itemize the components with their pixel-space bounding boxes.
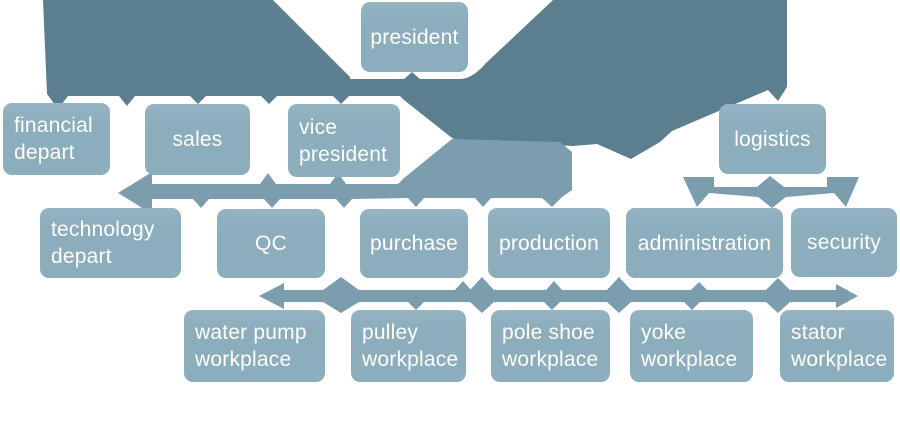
connector-president-fan <box>43 0 787 159</box>
node-label: administration <box>637 231 772 255</box>
node-label: president <box>370 25 459 49</box>
node-purchase: purchase <box>360 209 468 278</box>
connector-logistics-branch <box>683 176 859 208</box>
node-production: production <box>488 208 610 278</box>
node-technology-depart: technology depart <box>40 208 181 278</box>
node-label: logistics <box>734 127 811 151</box>
node-label: vice president <box>299 115 388 166</box>
node-label: production <box>498 231 600 255</box>
connector-level2-level3 <box>118 139 572 214</box>
node-label: technology depart <box>51 218 155 268</box>
node-label: yoke workplace <box>641 321 738 371</box>
node-president: president <box>361 2 468 72</box>
node-pulley-workplace: pulley workplace <box>351 310 466 382</box>
connector-level3-level4 <box>259 277 858 313</box>
node-label: sales <box>172 128 223 151</box>
node-administration: administration <box>626 208 783 278</box>
node-logistics: logistics <box>719 104 826 174</box>
node-label: pulley workplace <box>362 321 459 371</box>
node-vice-president: vice president <box>288 104 400 177</box>
node-label: security <box>807 231 881 254</box>
node-label: QC <box>255 232 287 255</box>
node-qc: QC <box>217 209 325 278</box>
node-label: financial depart <box>14 114 93 164</box>
node-label: purchase <box>370 232 458 255</box>
node-financial-depart: financial depart <box>3 103 110 175</box>
node-water-pump-workplace: water pump workplace <box>184 310 325 382</box>
node-label: water pump workplace <box>195 321 307 371</box>
node-pole-shoe-workplace: pole shoe workplace <box>491 310 610 382</box>
node-stator-workplace: stator workplace <box>780 310 894 382</box>
node-sales: sales <box>145 104 250 175</box>
node-yoke-workplace: yoke workplace <box>630 310 753 382</box>
node-label: pole shoe workplace <box>502 321 599 371</box>
node-label: stator workplace <box>791 321 888 371</box>
node-security: security <box>791 208 897 277</box>
